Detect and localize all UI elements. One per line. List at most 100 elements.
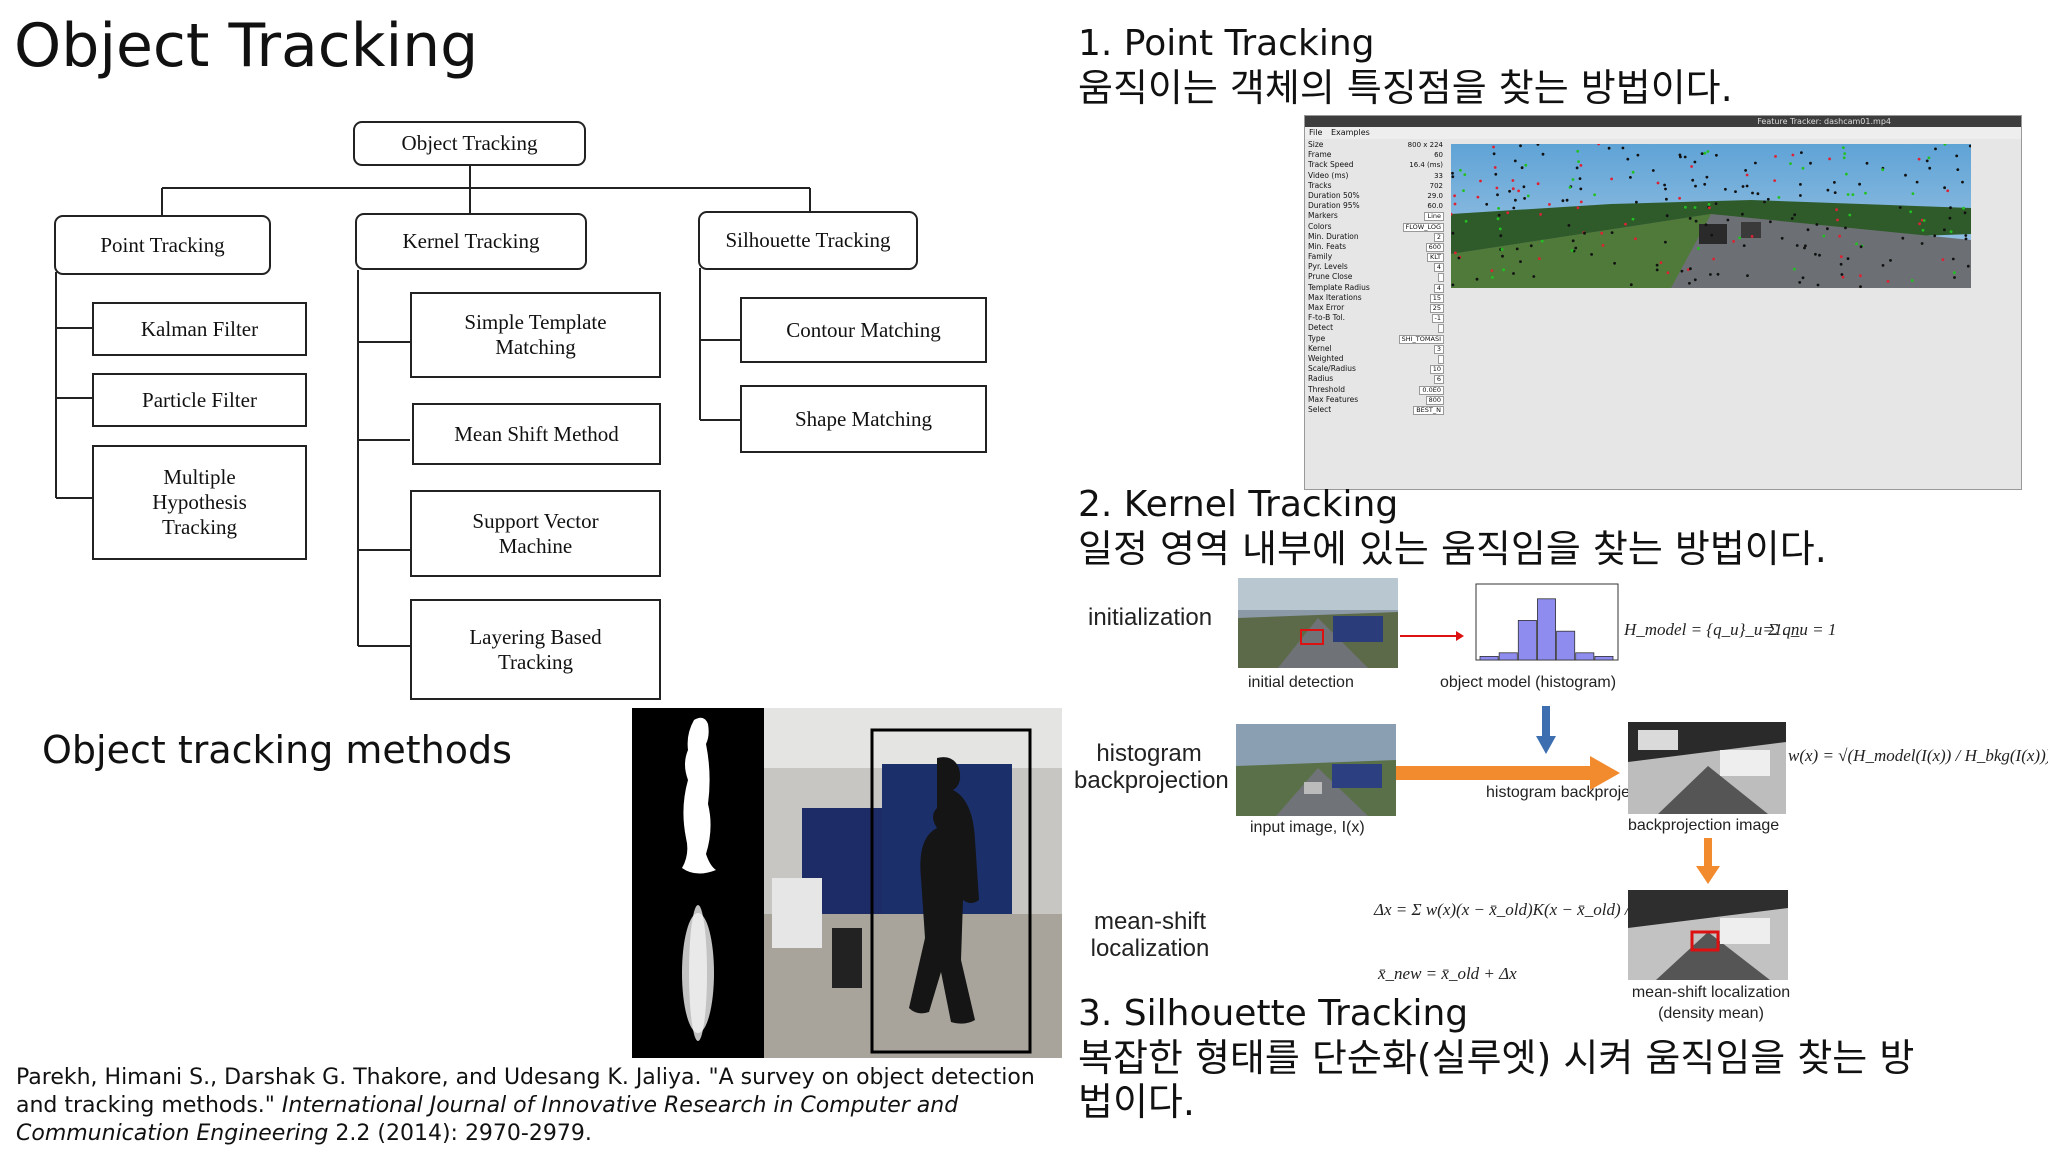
control-label: Type [1308,333,1326,343]
control-value[interactable]: 4 [1433,263,1444,273]
feature-point [1579,187,1583,191]
control-row: F-to-B Tol.-1 [1305,313,1447,324]
shape-matching-node: Shape Matching [740,385,987,453]
feature-point [1583,231,1586,235]
feature-point [1774,155,1777,158]
control-value[interactable]: BEST_N [1413,405,1444,415]
feature-point [1745,184,1749,188]
feature-point [1953,271,1956,275]
feature-point [1663,183,1666,187]
control-label: Duration 50% [1308,190,1360,200]
object-model-histogram [1475,583,1619,661]
feature-point [1840,273,1844,276]
control-value[interactable]: KLT [1427,253,1444,263]
feature-point [1706,150,1710,153]
feature-point [1941,258,1945,261]
feature-point [1684,205,1687,209]
control-value[interactable]: 600 [1425,242,1444,252]
feature-point [1826,188,1830,192]
feature-point [1454,251,1457,255]
feature-point [1621,146,1625,150]
feature-point [1492,152,1496,156]
feature-point [1738,236,1741,240]
control-value[interactable]: 6 [1433,375,1444,385]
feature-point [1793,213,1797,217]
menu-examples[interactable]: Examples [1330,128,1370,137]
feature-point [1610,177,1613,181]
kalman-filter-node: Kalman Filter [92,302,307,356]
control-value[interactable] [1438,324,1444,334]
feature-point [1742,244,1746,247]
feature-point [1842,156,1846,160]
feature-point [1818,253,1821,257]
control-value: 60.0 [1427,202,1443,211]
feature-point [1693,206,1697,209]
control-value[interactable]: 3 [1433,344,1444,354]
feature-point [1921,228,1925,232]
feature-point [1576,149,1580,153]
feature-point [1865,161,1869,165]
reference-volume: 2.2 (2014): 2970-2979. [328,1121,592,1146]
feature-point [1678,196,1681,200]
feature-point [1881,168,1885,172]
feature-point [1494,172,1498,176]
feature-point [1462,189,1465,192]
feature-point [1574,246,1578,250]
control-label: Template Radius [1308,282,1370,292]
control-value[interactable]: SHI_TOMASI [1398,334,1444,344]
feature-point [1724,187,1727,191]
particle-filter-node: Particle Filter [92,373,307,427]
feature-point [1746,274,1749,277]
model-to-histogram-arrow [1400,631,1464,641]
control-value[interactable]: 0.0E0 [1419,385,1444,395]
feature-point [1943,228,1946,232]
feature-point [1909,210,1913,214]
feature-point [1741,212,1744,216]
tree-root-node: Object Tracking [353,121,586,166]
section-3-heading: 3. Silhouette Tracking [1078,993,1469,1034]
equation-model: H_model = {q_u}_u=1..n [1624,620,1800,639]
control-value[interactable] [1438,273,1444,283]
control-value[interactable]: 10 [1429,365,1444,375]
feature-point [1734,190,1737,193]
feature-point [1809,161,1812,165]
feature-point [1732,240,1735,243]
feature-point [1766,197,1770,201]
feature-point [1705,175,1709,179]
feature-point [1694,184,1697,188]
feature-point [1575,166,1579,170]
control-value[interactable]: 4 [1433,283,1444,293]
feature-point [1948,216,1952,220]
menu-file[interactable]: File [1309,128,1323,137]
feature-point [1578,177,1582,180]
control-value[interactable]: -1 [1431,314,1444,324]
feature-point [1845,172,1848,176]
feature-point [1512,272,1515,275]
control-value[interactable]: Line [1424,212,1444,222]
feature-point [1686,268,1690,271]
control-value[interactable] [1438,354,1444,364]
feature-point [1826,227,1829,231]
control-value[interactable]: 25 [1429,304,1444,313]
feature-point [1754,161,1757,165]
control-row: Prune Close [1305,272,1447,283]
feature-point [1911,192,1915,195]
control-value[interactable]: 2 [1433,232,1444,242]
meanshift-localization-image [1628,890,1788,980]
feature-point [1453,194,1456,198]
control-value[interactable]: 800 [1425,395,1444,405]
control-row: Duration 95%60.0 [1305,201,1447,211]
feature-point [1541,152,1545,156]
feature-point [1476,195,1480,199]
feature-point [1769,220,1772,224]
feature-point [1515,247,1519,251]
control-value[interactable]: FLOW_LOG [1402,222,1444,232]
feature-point [1703,151,1707,155]
feature-point [1655,268,1659,272]
control-value[interactable]: 15 [1429,293,1444,303]
control-label: Detect [1308,323,1334,333]
feature-point [1629,283,1633,287]
